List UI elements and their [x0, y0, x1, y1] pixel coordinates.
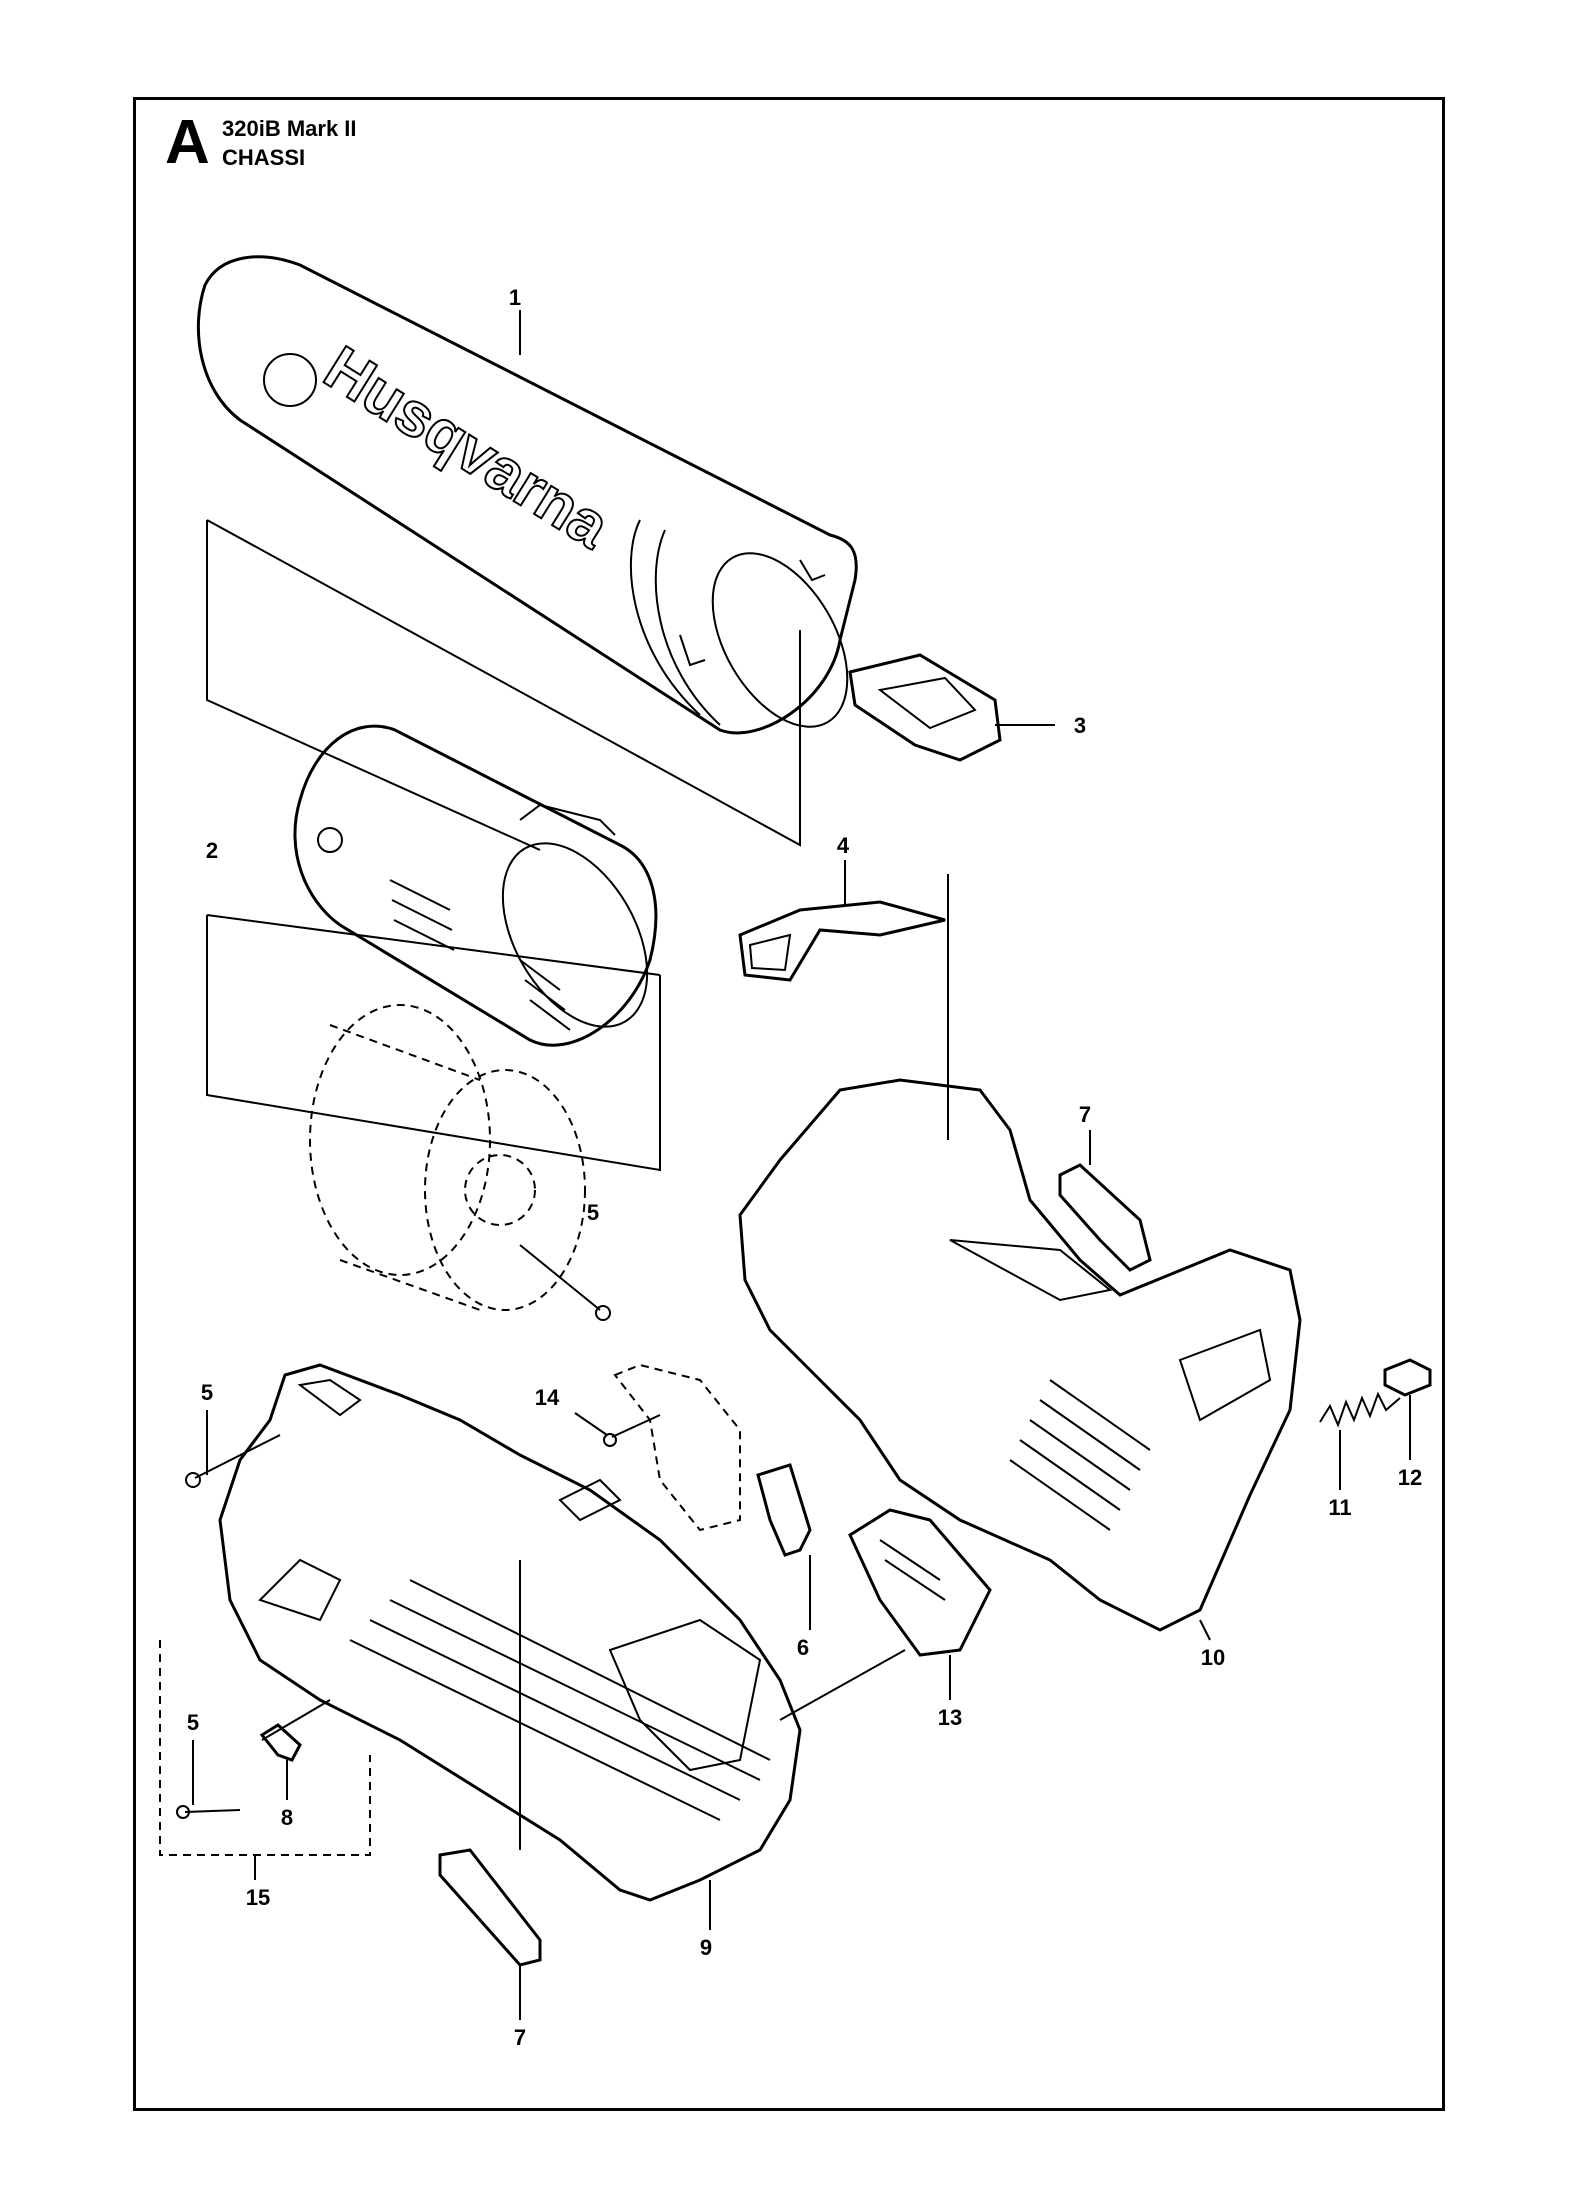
- callout-1: 1: [509, 285, 521, 310]
- screw-5-motor[interactable]: [519, 1244, 611, 1321]
- callout-6: 6: [797, 1635, 809, 1660]
- part-7-grip-insert-upper[interactable]: [1058, 1163, 1152, 1272]
- screw-5-kit[interactable]: [176, 1805, 241, 1819]
- drawing-frame: [133, 97, 1445, 2111]
- callout-2: 2: [206, 838, 218, 863]
- callout-8: 8: [281, 1805, 293, 1830]
- screw-5-left[interactable]: [185, 1434, 281, 1488]
- part-10-body-right[interactable]: [738, 1078, 1302, 1632]
- part-5-motor-dashed: [309, 1004, 586, 1311]
- part-9-body-left[interactable]: [218, 1363, 802, 1902]
- callout-12: 12: [1398, 1465, 1422, 1490]
- part-11-spring[interactable]: [1319, 1391, 1401, 1428]
- part-7-grip-insert-lower[interactable]: [438, 1848, 542, 1967]
- part-13-trigger-cover[interactable]: [848, 1508, 992, 1657]
- callout-10: 10: [1201, 1645, 1225, 1670]
- screw-14[interactable]: [603, 1414, 661, 1447]
- part-2-nozzle[interactable]: [293, 724, 677, 1051]
- callout-7-lower: 7: [514, 2025, 526, 2050]
- part-3-filter-cap[interactable]: [848, 653, 1002, 762]
- section-letter: A: [165, 108, 210, 177]
- callout-5-left: 5: [201, 1380, 213, 1405]
- callout-13: 13: [938, 1705, 962, 1730]
- part-6-switch-cover[interactable]: [756, 1463, 812, 1557]
- part-8-clip[interactable]: [259, 1723, 302, 1762]
- callout-15: 15: [246, 1885, 270, 1910]
- callout-7-upper: 7: [1079, 1102, 1091, 1127]
- callout-3: 3: [1074, 713, 1086, 738]
- callout-5-kit: 5: [187, 1710, 199, 1735]
- part-4-top-cover[interactable]: [738, 900, 946, 982]
- callout-11: 11: [1328, 1495, 1351, 1520]
- part-12-button[interactable]: [1383, 1358, 1432, 1397]
- callout-4: 4: [837, 833, 850, 858]
- part-1-blower-tube[interactable]: Husqvarna: [196, 255, 875, 750]
- section-title: CHASSI: [222, 145, 306, 170]
- callout-14: 14: [535, 1385, 560, 1410]
- callout-5-motor: 5: [587, 1200, 599, 1225]
- model-title: 320iB Mark II: [222, 116, 357, 141]
- callout-9: 9: [700, 1935, 712, 1960]
